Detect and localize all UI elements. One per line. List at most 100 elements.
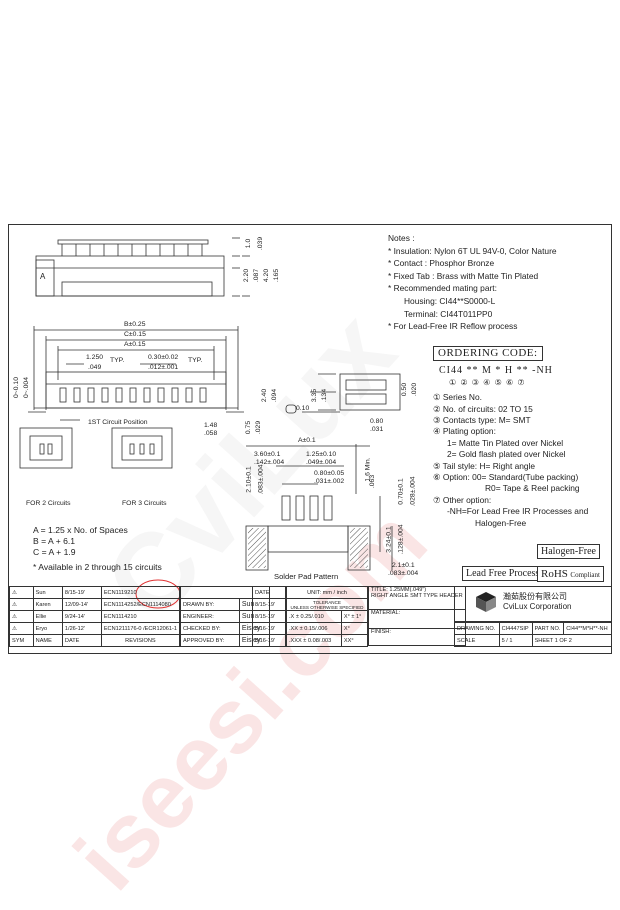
company-name-cn: 瀚茹股份有限公司 (503, 592, 567, 601)
rev-date: 9/24-14' (61, 610, 102, 623)
table-row: ⚠ Sun 8/15-19' ECN1119210 (9, 586, 181, 599)
dim-left-offset-in: 0~.004 (22, 377, 30, 398)
rev-sym: ⚠ (9, 586, 34, 599)
head-rev: REVISIONS (100, 634, 181, 647)
rev-number: ECN1114210 (100, 610, 181, 623)
dim-148-in: .058 (204, 430, 218, 437)
title-value: 1.25MM(.049") (389, 587, 427, 593)
note-line: * Contact : Phosphor Bronze (388, 258, 495, 269)
solder-pad-caption: Solder Pad Pattern (274, 572, 339, 581)
tol-2b: X° (340, 622, 369, 635)
rev-number: ECN1119210 (100, 586, 181, 599)
title-table: TITLE: 1.25MM(.049")RIGHT ANGLE SMT TYPE… (368, 586, 466, 646)
drawn-date: 8/15-19' (252, 598, 286, 611)
ordering-item: ② No. of circuits: 02 TO 15 (433, 403, 533, 414)
tol-1b: X° ± 1° (340, 610, 369, 623)
dim-pin-typ: TYP. (188, 357, 203, 364)
rev-name: Karen (32, 598, 63, 611)
pad-125-in: .049±.004 (306, 459, 337, 466)
pad-324-in: .128±.004 (397, 524, 405, 555)
formula-block: A = 1.25 x No. of Spaces B = A + 6.1 C =… (33, 525, 162, 573)
table-row: ⚠ Karen 12/09-14' ECN1114252/ECN1114080 (9, 598, 181, 611)
pad-070-in: .028±.004 (409, 476, 417, 507)
dim-side-2: .087 (253, 268, 261, 283)
rev-number: ECN1211176-0 /ECR12061-1 (100, 622, 181, 635)
pad-070: 0.70±0.1 (397, 478, 405, 505)
drawing-no-label: DRAWING NO. (454, 622, 500, 635)
dim-pin-width-in: .012±.001 (148, 364, 179, 371)
note-line: * For Lead-Free IR Reflow process (388, 321, 518, 332)
for-2-circuits: FOR 2 Circuits (26, 500, 71, 507)
checked-date: 8/16-19' (252, 622, 286, 635)
company-logo-cell (454, 586, 612, 622)
pad-210b: 2.1±0.1 (392, 562, 415, 569)
date-table: DATE 8/15-19' 8/15-19' 8/16-19' 8/16-19' (252, 586, 286, 647)
rev-date: 1/26-12' (61, 622, 102, 635)
rev-name: Eryo (32, 622, 63, 635)
dim-pitch: 1.250 (86, 354, 104, 361)
ordering-item: ③ Contacts type: M= SMT (433, 415, 531, 426)
mechanical-drawing (19, 237, 496, 612)
dim-left-offset: 0~0.10 (12, 377, 20, 398)
pad-080-in: .031±.002 (314, 478, 345, 485)
rohs-badge: RoHS Compliant (537, 566, 604, 582)
pad-360-in: .142±.004 (254, 459, 285, 466)
rev-date: 8/15-19' (61, 586, 102, 599)
scale-value: 5 / 1 (498, 634, 533, 647)
drawing-frame (8, 224, 612, 654)
sheet-cell: SHEET 1 OF 2 (531, 634, 613, 647)
ordering-code-block: ORDERING CODE: CI44 ** M * H ** -NH ① ② … (433, 346, 611, 529)
dim-240-in: .094 (271, 388, 279, 403)
first-circuit-label: 1ST Circuit Position (88, 419, 148, 426)
table-row: ⚠ Eryo 1/26-12' ECN1211176-0 /ECR12061-1 (9, 622, 181, 635)
dim-240: 2.40 (261, 388, 269, 403)
head-name: NAME (32, 634, 63, 647)
sheet-label: SHEET (534, 637, 554, 644)
title-value-2: RIGHT ANGLE SMT TYPE HEADER (371, 593, 463, 599)
ordering-item: ⑦ Other option: (433, 494, 492, 505)
dim-side-1: 2.20 (243, 268, 251, 283)
rev-date: 12/09-14' (61, 598, 102, 611)
dim-335: 3.35 (311, 388, 319, 403)
engineer-date: 8/15-19' (252, 610, 286, 623)
lead-free-badge: Lead Free Process (462, 566, 544, 581)
company-name: 瀚茹股份有限公司 CviLux Corporation (503, 592, 571, 612)
formula-line: B = A + 6.1 (33, 536, 76, 546)
notes-block: Notes : * Insulation: Nylon 6T UL 94V-0,… (388, 232, 610, 333)
ordering-code-pattern: CI44 ** M * H ** -NH (439, 365, 553, 377)
tolerance-note: UNLESS OTHERWISE SPECIFIED (290, 604, 364, 610)
pad-125: 1.25±0.10 (306, 451, 337, 458)
pad-a: A±0.1 (298, 437, 316, 444)
label-a: A (40, 272, 46, 281)
table-row: SCALE 5 / 1 SHEET 1 OF 2 (454, 634, 613, 647)
company-table (454, 586, 612, 622)
pad-063: .063 (369, 474, 377, 489)
dim-010: 0.10 (296, 405, 310, 412)
ordering-item: ④ Plating option: (433, 426, 496, 437)
tol-3b: XX° (340, 634, 369, 647)
note-line: Housing: CI44**S0000-L (404, 295, 496, 306)
checked-label: CHECKED BY: (180, 622, 240, 635)
pad-210-in: .083±.004 (257, 464, 265, 495)
note-line: * Recommended mating part: (388, 283, 497, 294)
of-label: OF (559, 637, 568, 644)
drawing-no: CI4447SIP (498, 622, 533, 635)
pad-360: 3.60±0.1 (254, 451, 281, 458)
dim-080: 0.80 (370, 418, 384, 425)
title-cell: TITLE: 1.25MM(.049")RIGHT ANGLE SMT TYPE… (368, 586, 466, 610)
date-label: DATE (252, 586, 286, 599)
sheet-value: 1 (554, 637, 558, 644)
dim-pitch-in: .049 (88, 364, 102, 371)
halogen-free-badge: Halogen-Free (537, 544, 600, 559)
pad-324: 3.24±0.1 (385, 526, 393, 553)
dim-050-in: .020 (411, 382, 419, 397)
dim-side-3: 4.20 (263, 268, 271, 283)
ordering-item: R0= Tape & Reel packing (485, 483, 580, 494)
dim-050: 0.50 (401, 382, 409, 397)
dim-b: B±0.25 (124, 321, 146, 328)
dim-a: A±0.15 (124, 341, 146, 348)
rev-sym: ⚠ (9, 622, 34, 635)
head-date: DATE (61, 634, 102, 647)
approved-date: 8/16-19' (252, 634, 286, 647)
tol-1: .X ± 0.25/.010 (286, 610, 342, 623)
